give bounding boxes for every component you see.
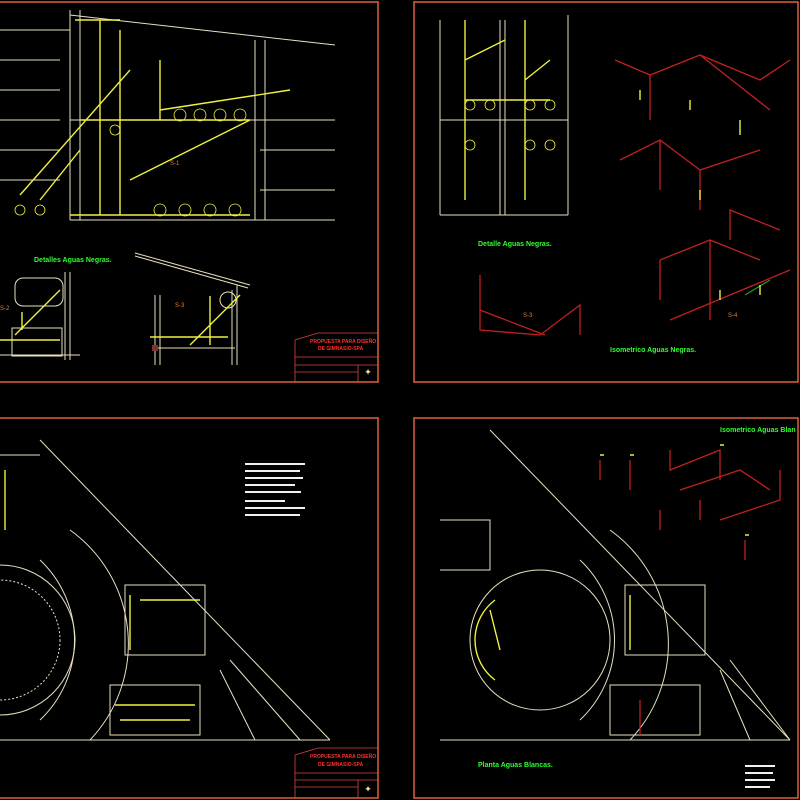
sheet-frame xyxy=(413,1,799,383)
legend xyxy=(245,463,305,516)
isometric-s3 xyxy=(479,275,581,336)
bathroom-detail-left: S-2 xyxy=(0,272,80,360)
sheet-title: Isometrico Aguas Blan xyxy=(720,427,796,434)
isometric-aguas-blancas xyxy=(599,444,781,560)
isometric-aguas-negras: S-4 xyxy=(614,54,791,321)
sheet-title: Detalle Aguas Negras. xyxy=(478,241,552,248)
section-label: S-3 xyxy=(175,303,185,309)
project-name-line2: DE GIMNASIO-SPA xyxy=(318,762,364,768)
title-block: PROPUESTA PARA DISEÑO DE GIMNASIO-SPA ✦ xyxy=(294,747,378,798)
project-name: PROPUESTA PARA DISEÑO xyxy=(310,753,376,760)
section-label: S-1 xyxy=(170,161,180,167)
sheet-frame xyxy=(413,417,799,799)
gym-floor-plan xyxy=(0,439,331,741)
north-arrow-icon: ✦ xyxy=(364,367,372,377)
sheet-frame xyxy=(0,1,379,383)
legend xyxy=(745,765,775,788)
toilet-plan xyxy=(439,15,569,216)
floor-plan-detail: S-1 xyxy=(0,10,336,221)
sheet-title: Planta Aguas Blancas. xyxy=(478,762,553,769)
north-arrow-icon: ✦ xyxy=(364,784,372,794)
section-label: S-4 xyxy=(728,313,738,319)
bathroom-detail-right: S-3 xyxy=(134,252,251,365)
sheet-isometrico-aguas-negras: Detalle Aguas Negras. S-3 S-4 Isometrico… xyxy=(413,1,799,383)
gym-floor-plan xyxy=(440,429,791,741)
section-label: S-2 xyxy=(0,306,10,312)
title-block: PROPUESTA PARA DISEÑO DE GIMNASIO-SPA ✦ xyxy=(294,332,378,382)
sheet-frame xyxy=(0,417,379,799)
sheet-title: Isometrico Aguas Negras. xyxy=(610,347,696,354)
sheet-title: Detalles Aguas Negras. xyxy=(34,257,112,264)
project-name-line2: DE GIMNASIO-SPA xyxy=(318,346,364,352)
section-label: S-3 xyxy=(523,313,533,319)
sheet-planta-aguas-negras: PROPUESTA PARA DISEÑO DE GIMNASIO-SPA ✦ xyxy=(0,417,379,799)
sheet-aguas-blancas: Isometrico Aguas Blan Planta Aguas Blanc… xyxy=(413,417,799,799)
sheet-detalles-aguas-negras: S-1 Detalles Aguas Negras. S-2 S-3 PROPU… xyxy=(0,1,379,383)
project-name: PROPUESTA PARA DISEÑO xyxy=(310,338,376,345)
